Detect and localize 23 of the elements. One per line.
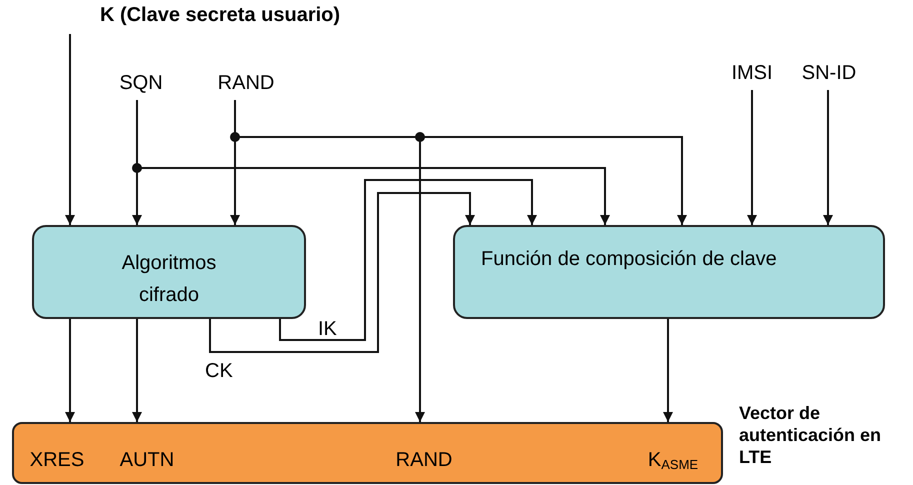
arrow <box>65 319 75 422</box>
input-label: SQN <box>115 72 167 100</box>
input-label: RAND <box>208 72 284 100</box>
output-field: AUTN <box>110 422 184 482</box>
process-box: Algoritmos cifrado <box>32 225 306 319</box>
edge-label: IK <box>318 318 337 341</box>
arrow <box>663 319 673 422</box>
arrow <box>209 192 475 353</box>
output-bar <box>12 422 723 484</box>
caption-text: Vector de autenticación en LTE <box>739 402 882 468</box>
arrow <box>279 179 537 341</box>
input-label: IMSI <box>724 62 780 90</box>
input-label: K (Clave secreta usuario) <box>50 4 390 34</box>
arrow <box>65 34 75 225</box>
arrow <box>132 319 142 422</box>
arrow <box>747 90 757 225</box>
input-label: SN-ID <box>796 62 862 90</box>
output-field: RAND <box>384 422 464 482</box>
arrow <box>823 90 833 225</box>
output-field: K$_{ASME}$ <box>634 422 712 482</box>
edge-label: CK <box>205 360 233 383</box>
process-box: Función de composición de clave <box>453 225 885 319</box>
output-field: XRES <box>20 422 94 482</box>
